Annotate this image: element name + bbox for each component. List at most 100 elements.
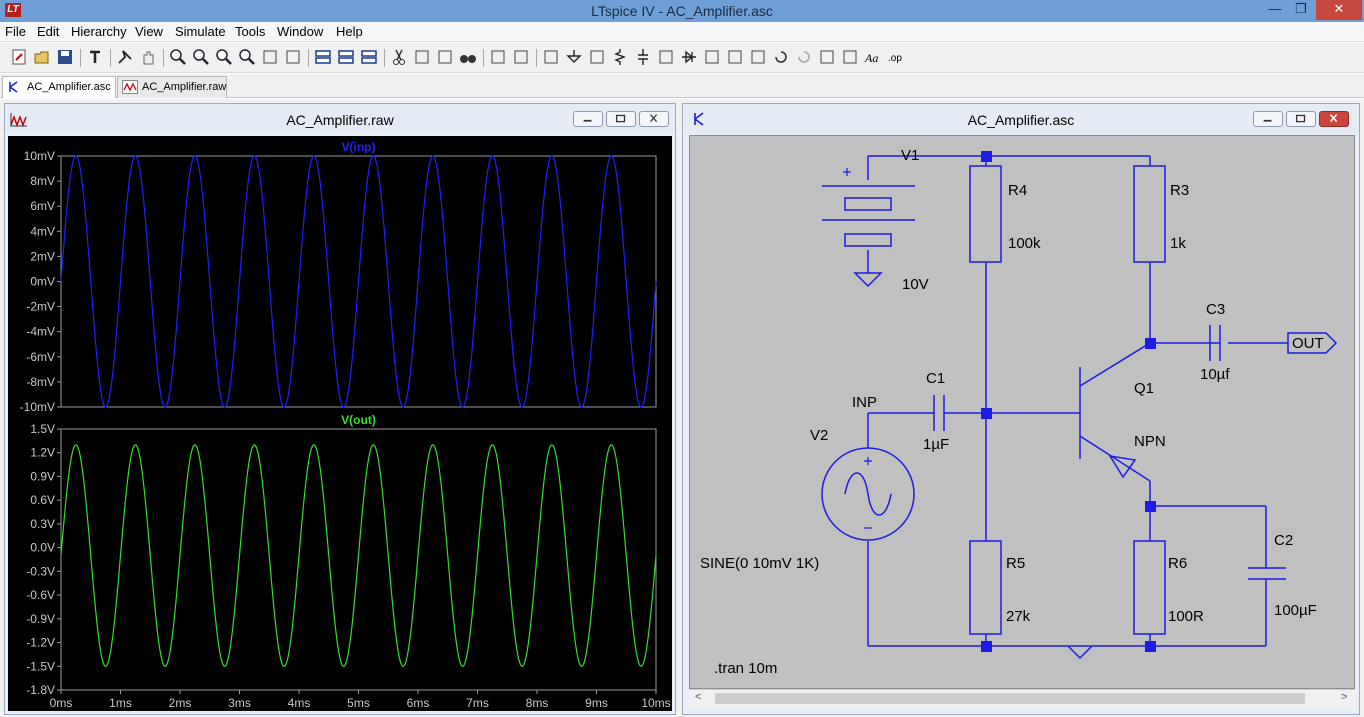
move-icon[interactable] — [726, 48, 744, 66]
waveform-restore-button[interactable] — [606, 111, 636, 127]
ground-icon[interactable] — [565, 48, 583, 66]
restore-button[interactable]: ❐ — [1295, 1, 1307, 16]
schematic-window-titlebar[interactable]: AC_Amplifier.asc — [683, 104, 1359, 134]
paste-icon[interactable] — [436, 48, 454, 66]
capacitor-icon[interactable] — [634, 48, 652, 66]
x-tick-label: 5ms — [347, 696, 370, 710]
label-c3: C3 — [1206, 301, 1225, 318]
menu-view[interactable]: View — [135, 24, 163, 39]
label-icon[interactable] — [588, 48, 606, 66]
menu-simulate[interactable]: Simulate — [175, 24, 226, 39]
label-c1: C1 — [926, 370, 945, 387]
save-icon[interactable] — [56, 48, 74, 66]
trace-inp[interactable] — [60, 155, 657, 408]
tab-waveform[interactable]: AC_Amplifier.raw — [117, 76, 227, 98]
waveform-window-titlebar[interactable]: AC_Amplifier.raw — [5, 104, 675, 134]
zoom-out-icon[interactable] — [215, 48, 233, 66]
text-icon[interactable]: Aa — [864, 48, 882, 66]
print-setup-icon[interactable] — [489, 48, 507, 66]
schematic-close-button[interactable] — [1319, 111, 1349, 127]
schematic-restore-button[interactable] — [1286, 111, 1316, 127]
close-button[interactable]: ✕ — [1316, 0, 1362, 20]
label-q1-model: NPN — [1134, 433, 1166, 450]
trace-label-inp[interactable]: V(inp) — [342, 140, 376, 154]
x-tick-label: 9ms — [585, 696, 608, 710]
component-icon[interactable] — [703, 48, 721, 66]
resistor-icon[interactable] — [611, 48, 629, 66]
inductor-icon[interactable] — [657, 48, 675, 66]
mirror-icon[interactable] — [841, 48, 859, 66]
drag-icon[interactable] — [749, 48, 767, 66]
waveform-close-button[interactable] — [639, 111, 669, 127]
autorange-icon[interactable] — [261, 48, 279, 66]
minimize-icon — [583, 119, 592, 122]
menu-edit[interactable]: Edit — [37, 24, 60, 39]
label-v1: V1 — [901, 147, 919, 164]
zoom-in-icon[interactable] — [169, 48, 187, 66]
trace-label-out[interactable]: V(out) — [341, 413, 376, 427]
menu-bar: File Edit Hierarchy View Simulate Tools … — [0, 22, 1364, 42]
cut-icon[interactable] — [390, 48, 408, 66]
y-tick-label: -1.2V — [26, 636, 55, 650]
menu-file[interactable]: File — [5, 24, 26, 39]
undo-icon[interactable] — [772, 48, 790, 66]
spice-directive-icon[interactable]: .op — [887, 48, 905, 66]
schematic-minimize-button[interactable] — [1253, 111, 1283, 127]
tab-waveform-label: AC_Amplifier.raw — [142, 81, 227, 93]
y-tick-label: -4mV — [26, 325, 55, 339]
y-tick-label: -0.6V — [26, 588, 55, 602]
tab-schematic[interactable]: AC_Amplifier.asc — [2, 76, 116, 98]
new-schematic-icon[interactable] — [10, 48, 28, 66]
schematic-window: AC_Amplifier.asc — [682, 103, 1360, 715]
pan-hand-icon[interactable] — [139, 48, 157, 66]
diode-icon[interactable] — [680, 48, 698, 66]
control-panel-icon[interactable] — [86, 48, 104, 66]
amplifier-schematic[interactable]: V1 10V R4 100k R3 1k C3 10µf OUT C1 1µF … — [690, 136, 1356, 690]
rotate-icon[interactable] — [818, 48, 836, 66]
menu-hierarchy[interactable]: Hierarchy — [71, 24, 127, 39]
scroll-left-icon[interactable]: < — [695, 691, 702, 703]
find-icon[interactable] — [459, 48, 477, 66]
run-icon[interactable] — [116, 48, 134, 66]
menu-help[interactable]: Help — [336, 24, 363, 39]
waveform-chart[interactable]: 10mV8mV6mV4mV2mV0mV-2mV-4mV-6mV-8mV-10mV… — [8, 136, 672, 711]
label-inp: INP — [852, 394, 877, 411]
toolbar-separator — [163, 49, 164, 67]
scroll-thumb[interactable] — [715, 693, 1305, 704]
scroll-right-icon[interactable]: > — [1341, 691, 1348, 703]
label-r6: R6 — [1168, 555, 1187, 572]
schematic-hscrollbar[interactable]: < > — [689, 689, 1355, 707]
x-tick-label: 0ms — [50, 696, 73, 710]
cascade-icon[interactable] — [337, 48, 355, 66]
menu-window[interactable]: Window — [277, 24, 324, 39]
copy-icon[interactable] — [413, 48, 431, 66]
app-logo-icon: LT — [5, 3, 21, 17]
tile-vertical-icon[interactable] — [360, 48, 378, 66]
zoom-area-icon[interactable] — [192, 48, 210, 66]
npn-emitter-arrow-icon — [1108, 455, 1137, 479]
toolbar-separator — [80, 49, 81, 67]
tile-horizontal-icon[interactable] — [314, 48, 332, 66]
label-v2-value: SINE(0 10mV 1K) — [700, 555, 819, 572]
x-tick-label: 7ms — [466, 696, 489, 710]
open-icon[interactable] — [33, 48, 51, 66]
redo-icon[interactable] — [795, 48, 813, 66]
y-tick-label: 4mV — [30, 224, 55, 238]
schematic-canvas[interactable]: V1 10V R4 100k R3 1k C3 10µf OUT C1 1µF … — [689, 135, 1355, 689]
close-icon — [650, 114, 658, 123]
waveform-minimize-button[interactable] — [573, 111, 603, 127]
label-c2: C2 — [1274, 532, 1293, 549]
zoom-fit-icon[interactable] — [238, 48, 256, 66]
wire-icon[interactable] — [542, 48, 560, 66]
label-c3-value: 10µf — [1200, 366, 1230, 383]
trace-out[interactable] — [60, 444, 657, 667]
delete-plot-icon[interactable] — [284, 48, 302, 66]
tab-schematic-label: AC_Amplifier.asc — [27, 81, 111, 93]
minimize-button[interactable]: — — [1268, 1, 1282, 16]
label-c1-value: 1µF — [923, 436, 949, 453]
print-icon[interactable] — [512, 48, 530, 66]
restore-icon — [1295, 114, 1306, 123]
menu-tools[interactable]: Tools — [235, 24, 266, 39]
